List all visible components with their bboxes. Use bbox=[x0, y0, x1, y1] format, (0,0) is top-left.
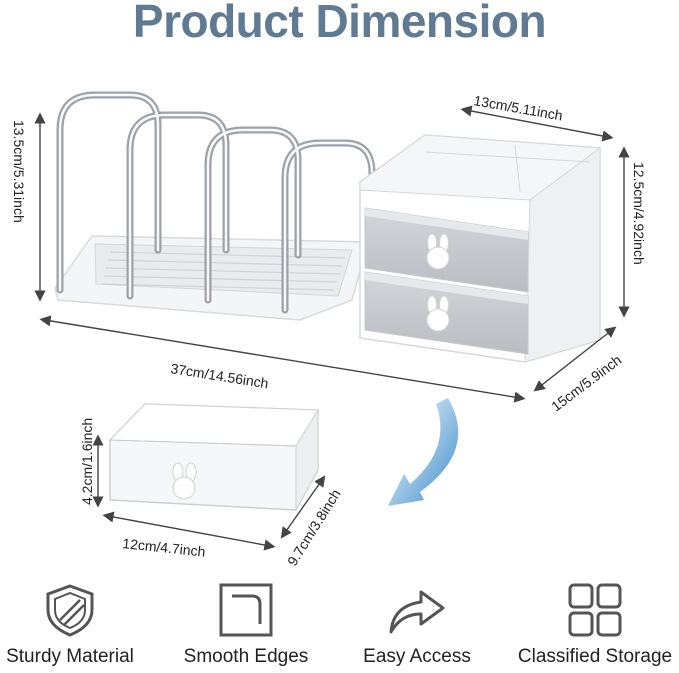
feature-label: Classified Storage bbox=[517, 646, 673, 667]
product-illustration: 13cm/5.11inch 12.5cm/4.92inch 13.5cm/5.3… bbox=[11, 91, 647, 569]
arrow-forward-icon bbox=[389, 590, 445, 634]
drawer-organizer bbox=[359, 134, 602, 363]
drawer-width-label: 12cm/4.7inch bbox=[122, 535, 206, 560]
total-length-label: 37cm/14.56inch bbox=[170, 360, 270, 391]
page-title: Product Dimension bbox=[132, 0, 547, 47]
feature-classified-storage: Classified Storage bbox=[510, 582, 679, 668]
rack-dividers bbox=[56, 91, 376, 314]
feature-sturdy-material: Sturdy Material bbox=[0, 582, 155, 668]
feature-smooth-edges: Smooth Edges bbox=[161, 582, 331, 668]
feature-easy-access: Easy Access bbox=[332, 582, 502, 668]
single-drawer bbox=[108, 403, 319, 511]
curved-arrow-icon bbox=[388, 398, 459, 506]
shield-icon bbox=[46, 584, 94, 637]
feature-label: Smooth Edges bbox=[183, 646, 309, 667]
feature-label: Easy Access bbox=[363, 646, 471, 667]
drawer-height-label: 4.2cm/1.6inch bbox=[79, 418, 95, 505]
dimension-lines bbox=[34, 105, 630, 403]
rack-height-label: 13.5cm/5.31inch bbox=[11, 120, 27, 223]
bunny-handle-icon bbox=[172, 462, 197, 500]
feature-label: Sturdy Material bbox=[6, 646, 134, 667]
organizer-height-label: 12.5cm/4.92inch bbox=[631, 162, 647, 265]
grid-icon bbox=[568, 583, 622, 637]
organizer-width-label: 13cm/5.11inch bbox=[472, 92, 563, 123]
drawer-dimension-lines bbox=[92, 434, 326, 551]
bunny-handle-icon bbox=[426, 233, 450, 270]
total-depth-label: 15cm/5.9inch bbox=[548, 351, 624, 414]
rounded-corner-icon bbox=[219, 583, 273, 637]
